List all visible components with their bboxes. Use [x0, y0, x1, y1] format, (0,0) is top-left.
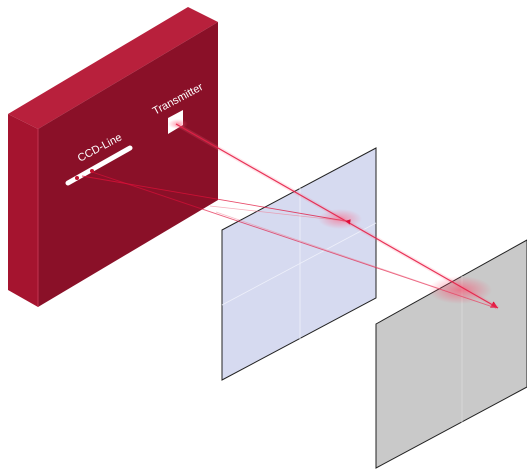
- device-top-face: [8, 7, 218, 129]
- sensor-device: CCD-Line Transmitter: [8, 7, 218, 307]
- transparent-panel-gridline: [221, 222, 377, 306]
- reflected-beam-opaque-2: [215, 211, 497, 309]
- opaque-panel-face: [375, 239, 527, 469]
- ccd-dot-1: [75, 176, 79, 180]
- device-left-face: [8, 114, 38, 307]
- transmitted-beam: [175, 123, 499, 309]
- transmitted-beam-halo: [175, 122, 499, 310]
- laser-beams: [81, 119, 499, 310]
- device-front-face: [38, 22, 218, 307]
- transparent-panel: [221, 147, 377, 381]
- reflected-beam-glass-2: [209, 205, 346, 222]
- beam-glow-spot-2: [428, 276, 492, 304]
- transmitter-glow: [168, 119, 188, 129]
